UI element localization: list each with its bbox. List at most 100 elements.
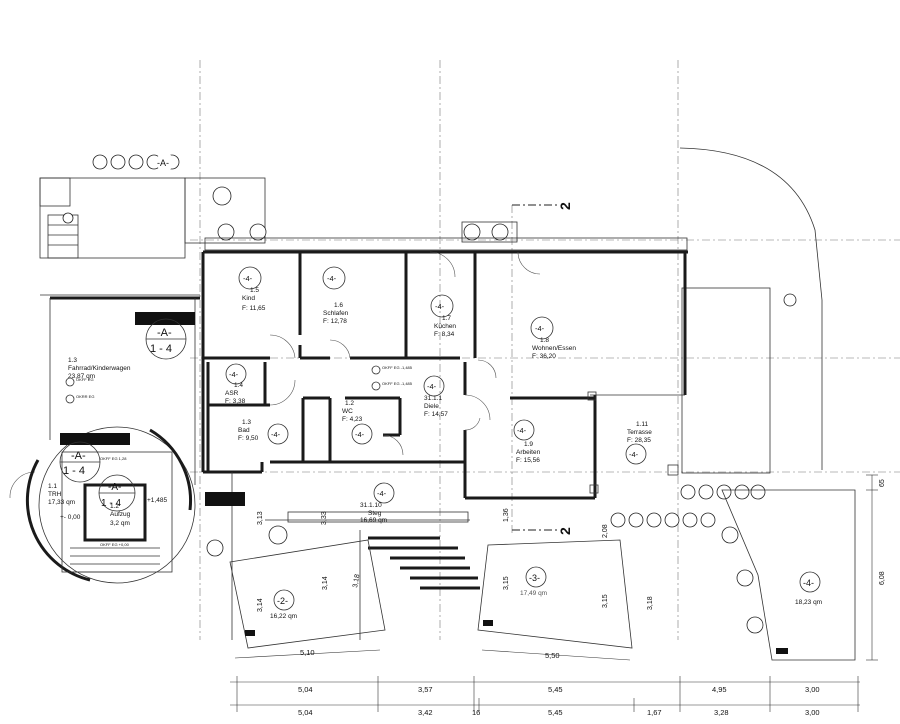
room-name: WC [342, 408, 353, 415]
section-tag-trh: -A- 1 - 4 [59, 441, 101, 483]
level-note: OKFF EG 1,28 [100, 456, 127, 461]
level-note: OKFF EG [76, 377, 94, 382]
room-number: 31.1.1 [424, 395, 442, 402]
room-labels: -4- 1.5 Kind F: 11,65 -4- 1.6 Schlafen F… [48, 266, 652, 527]
site-elements [39, 147, 823, 485]
dim-row2-label: 5,04 [298, 708, 313, 717]
room-tag: -4- [377, 489, 387, 498]
dim-row2-label: 3,28 [714, 708, 729, 717]
stairs [265, 511, 480, 640]
room-wc: 1.2 WC F: 4,23 -4- [342, 400, 373, 445]
room-area: F: 4,23 [342, 416, 363, 423]
dim-label: 3,18 [352, 574, 361, 589]
room-name: Steg [368, 510, 382, 517]
room-area: 17,33 qm [48, 499, 75, 506]
room-name: Schlafen [323, 310, 349, 317]
room-diele: -4- 31.1.1 Diele F: 14,57 [423, 375, 448, 418]
dim-row1-label: 3,00 [805, 685, 820, 694]
room-tag: -4- [517, 426, 527, 435]
room-number: 1.9 [524, 441, 533, 448]
section-lines: 2 2 [512, 202, 573, 535]
section-tag-bottom: 1 - 4 [101, 498, 121, 509]
plot-tag: -4- [803, 578, 814, 588]
room-name: Bad [238, 427, 250, 434]
room-number: 1.11 [636, 421, 649, 428]
room-area: F: 9,50 [238, 435, 259, 442]
plot-area: 16,22 qm [270, 613, 297, 620]
room-area: 3,2 qm [110, 520, 130, 527]
room-area: F: 12,78 [323, 318, 347, 325]
dim-label: 3,14 [322, 576, 329, 590]
dim-label: 3,14 [257, 598, 264, 612]
dim-label: 1,36 [503, 508, 510, 522]
room-name: Terrasse [627, 429, 652, 436]
section-tag-bottom: 1 - 4 [63, 465, 85, 477]
room-number: 1.2 [345, 400, 354, 407]
room-name: Aufzug [110, 511, 131, 518]
plot-area: 18,23 qm [795, 599, 822, 606]
dim-label: 5,10 [300, 648, 315, 657]
room-number: 1.3 [242, 419, 251, 426]
room-tag: -4- [229, 370, 239, 379]
trh-room: 1.1 TRH 17,33 qm +- 0,00 [48, 483, 81, 521]
dim-row2-label: 16 [472, 708, 480, 717]
building-walls [201, 221, 688, 640]
section-tag-fahrrad: -A- 1 - 4 [145, 318, 187, 360]
room-area: F: 15,56 [516, 457, 540, 464]
hatched-elements [60, 312, 245, 506]
room-number: 1.2 [110, 503, 119, 510]
room-tag: -4- [271, 430, 281, 439]
room-number: 1.7 [442, 315, 451, 322]
section-tag-top: -A- [71, 450, 86, 462]
room-number: 1.6 [334, 302, 343, 309]
room-schlafen: -4- 1.6 Schlafen F: 12,78 [322, 266, 349, 325]
dim-label: 3,13 [257, 511, 264, 525]
room-area: F: 36,20 [532, 353, 556, 360]
door-swings [9, 251, 541, 499]
section-tags: -A- 1 - 4 -A- -A- 1 - 4 -A- 1 - 4 [59, 153, 187, 512]
level-mark: +1,485 [147, 497, 167, 504]
dim-label: 5,50 [545, 651, 560, 660]
room-area: F: 3,38 [225, 398, 246, 405]
plot-labels: -2- 16,22 qm -3- 17,49 qm -4- 18,23 qm [270, 566, 822, 620]
room-terrasse: 1.11 Terrasse F: 28,35 -4- [625, 421, 652, 465]
room-number: 1.5 [250, 287, 259, 294]
dim-row1-label: 5,45 [548, 685, 563, 694]
dim-row1-label: 4,95 [712, 685, 727, 694]
room-name: Küchen [434, 323, 456, 330]
dim-label: 2,08 [602, 524, 609, 538]
room-tag: -4- [327, 274, 337, 283]
room-tag: -4- [629, 450, 639, 459]
dim-row1-label: 5,04 [298, 685, 313, 694]
room-number: 1.4 [234, 382, 243, 389]
level-notes: OKFF EG -1,485 OKFF EG -1,485 OKFF EG OK… [65, 365, 413, 547]
plot-tag: -2- [277, 596, 288, 606]
room-name: TRH [48, 491, 62, 498]
dim-label: 3,18 [647, 596, 654, 610]
room-name: Arbeiten [516, 449, 541, 456]
fahrrad-room: 1.3 Fahrrad/Kinderwagen 23,87 qm [68, 357, 131, 380]
room-tag: -4- [355, 430, 365, 439]
dim-label: 3,15 [503, 576, 510, 590]
section-tag-top-left: -A- [156, 153, 174, 171]
dim-label: 65 [879, 479, 886, 487]
dim-label: 3,33 [321, 511, 328, 525]
section-tag-top: -A- [157, 327, 172, 339]
room-kuechen: -4- 1.7 Küchen F: 8,34 [430, 294, 456, 338]
level-mark: +- 0,00 [60, 514, 81, 521]
room-steg: -4- 31.1.10 Steg 16,69 qm [360, 482, 395, 524]
room-name: Wohnen/Essen [532, 345, 576, 352]
section-tag-top: -A- [108, 482, 121, 493]
plot-area: 17,49 qm [520, 590, 547, 597]
dim-label: 6,08 [879, 571, 886, 585]
room-name: Diele [424, 403, 439, 410]
room-number: 1.1 [48, 483, 57, 490]
dim-row2-label: 1,67 [647, 708, 662, 717]
dim-row2-label: 3,00 [805, 708, 820, 717]
plot-dimensions: 5,10 3,14 3,14 3,18 3,13 3,33 5,50 3,15 … [234, 474, 886, 661]
room-area: F: 11,65 [242, 305, 266, 312]
room-number: 31.1.10 [360, 502, 382, 509]
room-kind: -4- 1.5 Kind F: 11,65 [238, 266, 266, 312]
room-asr: -4- 1.4 ASR F: 3,38 [225, 363, 247, 405]
